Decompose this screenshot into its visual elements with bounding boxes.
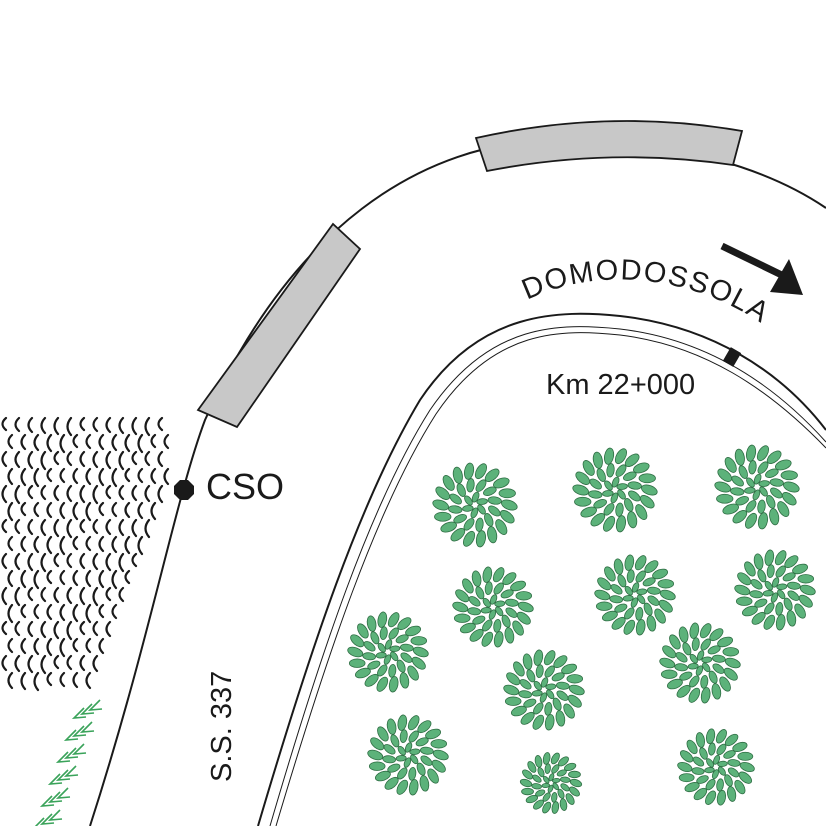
road-inner-edge-double <box>269 326 826 826</box>
tree-icon <box>659 622 741 704</box>
road-inner-edge <box>257 312 826 826</box>
tree-icon <box>432 462 518 548</box>
vegetation-chevron <box>71 725 87 737</box>
tree-icon <box>734 549 816 631</box>
vegetation-chevron <box>55 769 71 781</box>
vegetation-chevron <box>55 787 71 799</box>
arrow-right-icon <box>720 242 803 295</box>
vegetation-chevron <box>79 703 95 715</box>
panel-top <box>474 120 744 173</box>
tree-icon <box>714 444 800 530</box>
tree-icon <box>452 566 534 648</box>
vegetation-marks <box>34 699 103 826</box>
vegetation-chevron <box>34 817 45 826</box>
tree-icon <box>594 554 676 636</box>
tree-icon <box>503 649 585 731</box>
station-label: CSO <box>206 466 284 507</box>
octagon-marker-icon <box>174 480 194 500</box>
direction-label: DOMODOSSOLA <box>517 254 775 329</box>
vegetation-chevron <box>63 747 79 759</box>
vegetation-chevron <box>39 795 55 807</box>
tree-icon <box>572 447 658 533</box>
vegetation-chevron <box>47 791 63 803</box>
rock-hatching-icon <box>1 416 170 692</box>
vegetation-chevron <box>47 809 63 821</box>
road-name-label: S.S. 337 <box>206 671 238 782</box>
km-marker <box>722 347 742 367</box>
panel-left <box>196 222 362 429</box>
tree-group <box>347 444 816 814</box>
tree-icon <box>367 714 449 796</box>
km-label: Km 22+000 <box>546 369 695 401</box>
vegetation-chevron <box>63 729 79 741</box>
vegetation-chevron <box>79 721 95 733</box>
vegetation-chevron <box>71 707 87 719</box>
tree-icon <box>677 728 755 806</box>
tree-icon <box>519 752 583 814</box>
tree-icon <box>347 611 429 693</box>
vegetation-chevron <box>55 751 71 763</box>
vegetation-chevron <box>87 699 103 711</box>
road-inner-edge-triple <box>275 332 826 826</box>
hatching-strokes <box>1 416 170 692</box>
direction-label-text: DOMODOSSOLA <box>517 254 774 329</box>
vegetation-chevron <box>71 743 87 755</box>
vegetation-chevron <box>47 773 63 785</box>
vegetation-chevron <box>39 813 55 825</box>
vegetation-chevron <box>63 765 79 777</box>
